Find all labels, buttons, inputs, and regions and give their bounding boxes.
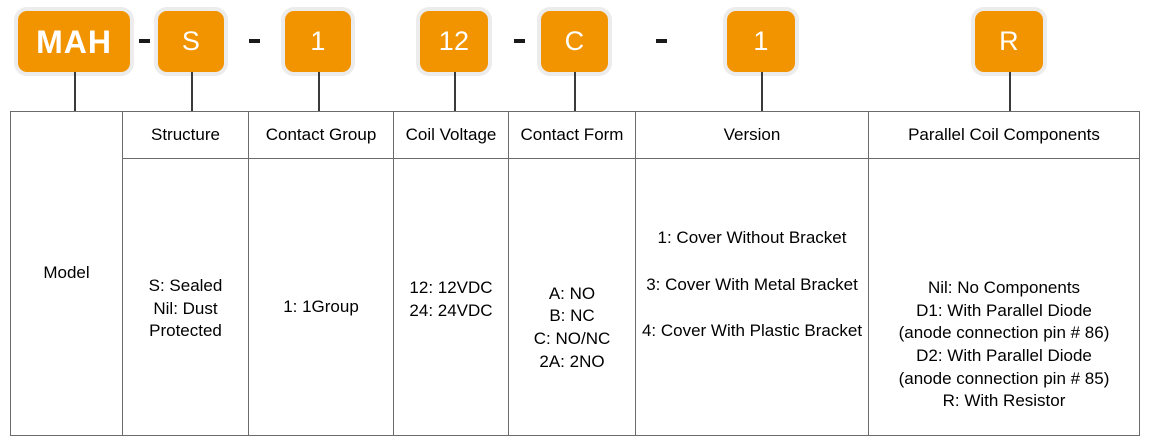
table-cell-contact_group: 1: 1Group	[248, 158, 394, 436]
code-segment-box[interactable]: MAH	[18, 11, 130, 72]
code-segment-box[interactable]: S	[158, 11, 224, 72]
table-header-parallel_coil_components: Parallel Coil Components	[868, 110, 1140, 160]
cell-line: 1: Cover Without Bracket	[657, 228, 847, 248]
cell-line: Nil: Dust	[153, 298, 218, 318]
connector-line	[74, 72, 76, 111]
table-cell-version: 1: Cover Without Bracket 3: Cover With Me…	[635, 158, 869, 436]
cell-line-gap	[639, 296, 865, 320]
cell-line: 12: 12VDC	[409, 278, 493, 298]
cell-line: 2A: 2NO	[539, 351, 605, 371]
table-header-contact_form: Contact Form	[508, 110, 636, 160]
code-segment-box[interactable]: C	[541, 11, 608, 72]
cell-line: D1: With Parallel Diode	[916, 300, 1092, 320]
code-segment-box[interactable]: R	[975, 11, 1043, 72]
cell-line: Nil: No Components	[927, 278, 1081, 298]
cell-line: C: NO/NC	[533, 329, 611, 349]
cell-line: 24: 24VDC	[409, 301, 493, 321]
cell-line: Protected	[149, 321, 222, 341]
table-header-version: Version	[635, 110, 869, 160]
cell-text-contact_group: 1: 1Group	[252, 296, 390, 319]
code-separator-dash	[656, 39, 667, 43]
table-header-structure: Structure	[122, 110, 249, 160]
cell-line: 1: 1Group	[283, 296, 359, 316]
code-separator-dash	[249, 39, 260, 43]
cell-line: A: NO	[548, 283, 596, 303]
cell-line: (anode connection pin # 86)	[898, 323, 1110, 343]
table-cell-model: Model	[10, 111, 123, 436]
connector-line	[318, 72, 320, 111]
connector-line	[191, 72, 193, 111]
cell-line: D2: With Parallel Diode	[916, 346, 1092, 366]
connector-line	[1009, 72, 1011, 111]
code-separator-dash	[139, 39, 150, 43]
cell-text-model: Model	[14, 262, 119, 285]
cell-text-coil_voltage: 12: 12VDC 24: 24VDC	[397, 277, 505, 322]
connector-line	[761, 72, 763, 111]
cell-line-gap	[639, 250, 865, 274]
cell-line: (anode connection pin # 85)	[898, 368, 1110, 388]
cell-text-version: 1: Cover Without Bracket 3: Cover With Me…	[639, 227, 865, 343]
cell-line: Model	[43, 263, 90, 283]
code-segment-box[interactable]: 12	[420, 11, 488, 72]
cell-line: 4: Cover With Plastic Bracket	[641, 321, 863, 341]
table-cell-coil_voltage: 12: 12VDC 24: 24VDC	[393, 158, 509, 436]
connector-line	[454, 72, 456, 111]
cell-line: S: Sealed	[148, 276, 223, 296]
table-header-coil_voltage: Coil Voltage	[393, 110, 509, 160]
code-segment-box[interactable]: 1	[285, 11, 351, 72]
cell-line: 3: Cover With Metal Bracket	[646, 274, 858, 294]
connector-line	[574, 72, 576, 111]
code-segment-box[interactable]: 1	[727, 11, 795, 72]
table-header-contact_group: Contact Group	[248, 110, 394, 160]
cell-line: B: NC	[549, 306, 595, 326]
cell-line: R: With Resistor	[942, 391, 1066, 411]
code-separator-dash	[514, 39, 525, 43]
